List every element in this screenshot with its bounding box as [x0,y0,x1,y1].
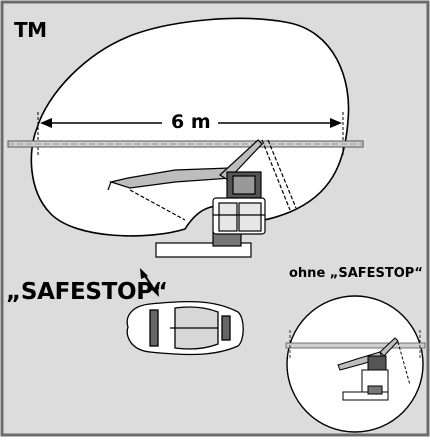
double-arrow-icon [140,268,159,297]
car-top-view [126,300,244,356]
no-safestop-zone [285,295,426,433]
without-safestop-label: ohne „SAFESTOP“ [289,266,423,281]
dimension-line [40,118,342,128]
distance-label: 6 m [171,111,211,133]
excavator-top-view [107,139,297,258]
diagram-title: TM [14,18,47,42]
rail-track [7,140,364,148]
safestop-label: „SAFESTOP“ [6,279,168,305]
